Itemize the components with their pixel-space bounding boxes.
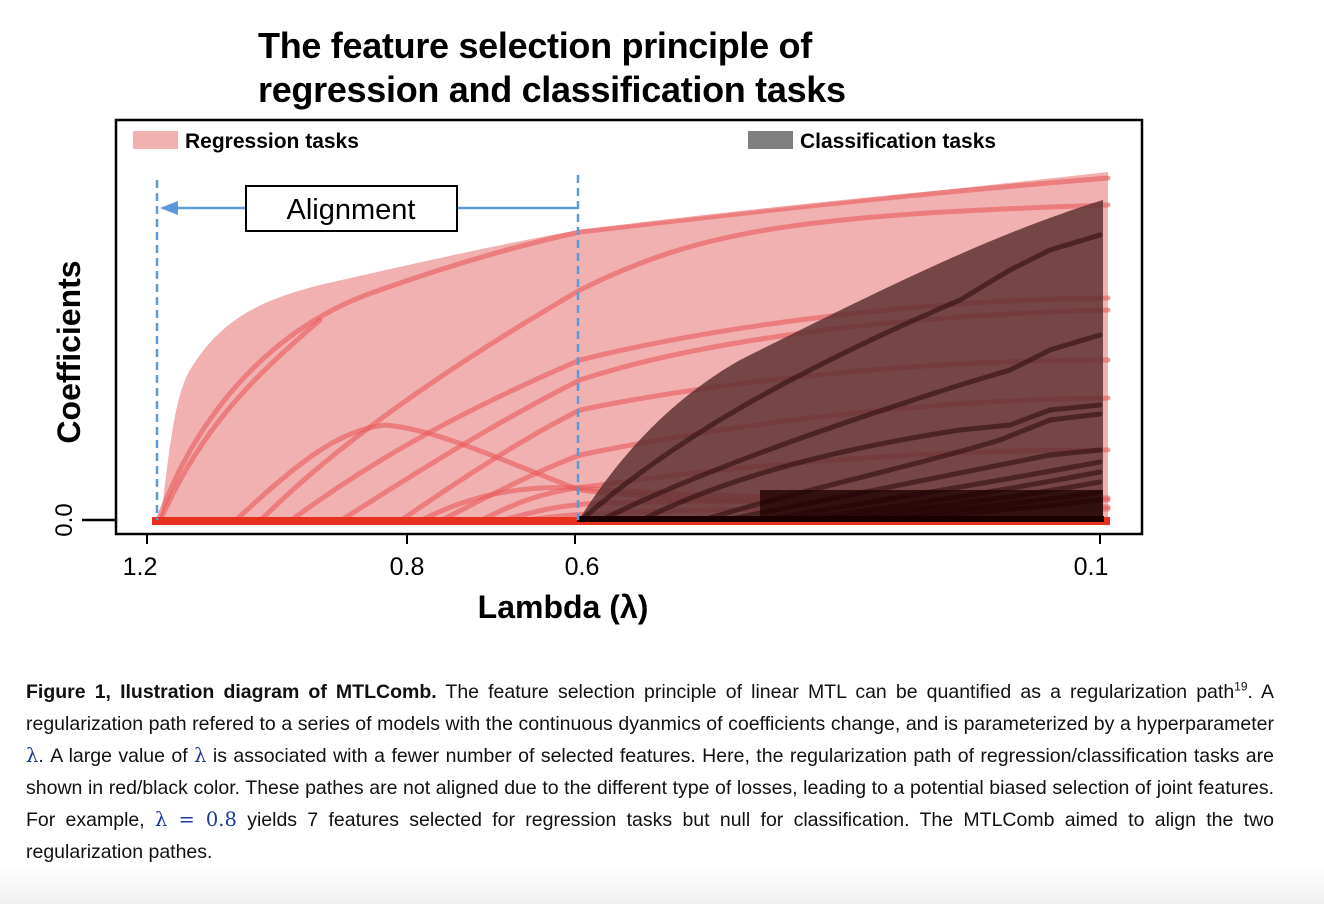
figure-title-line2: regression and classification tasks [258, 69, 846, 110]
regularization-path-chart: Regression tasks Classification tasks [51, 118, 1144, 625]
caption-text: is associated with a fewer number of sel… [26, 745, 1274, 832]
legend-swatch-classification [748, 131, 793, 149]
alignment-arrow: Alignment [160, 185, 578, 232]
alignment-label: Alignment [287, 194, 416, 226]
classification-dense-band [760, 490, 1103, 521]
legend-swatch-regression [133, 131, 178, 149]
classification-zero-baseline [577, 516, 1104, 522]
alignment-label-box [245, 185, 458, 232]
caption-label: Figure 1, Ilustration diagram of MTLComb… [26, 681, 437, 703]
classification-envelope [578, 200, 1103, 521]
caption-text: yields 7 features selected for regressio… [26, 809, 1275, 863]
arrow-head-icon [160, 201, 178, 215]
caption-text: . A large value of [38, 745, 195, 768]
figure-title-line1: The feature selection principle of [258, 25, 812, 66]
legend: Regression tasks Classification tasks [133, 130, 996, 153]
x-tick-label: 1.2 [123, 553, 158, 581]
figure-title: The feature selection principle of regre… [258, 24, 938, 112]
caption-text: The feature selection principle of linea… [436, 681, 1235, 703]
legend-label-classification: Classification tasks [800, 130, 996, 153]
lambda-symbol: λ [26, 744, 39, 768]
x-axis-label: Lambda (λ) [478, 589, 649, 625]
caption-reference: 19 [1234, 679, 1248, 694]
lambda-symbol: λ [194, 744, 207, 768]
x-tick-labels: 1.2 0.8 0.6 0.1 [123, 553, 1109, 581]
x-tick-label: 0.6 [565, 553, 600, 581]
caption-text: . A regularization path refered to a ser… [26, 681, 1274, 735]
x-tick-label: 0.1 [1074, 553, 1109, 581]
x-tick-label: 0.8 [390, 553, 425, 581]
lambda-equation: λ = 0.8 [155, 808, 237, 832]
legend-label-regression: Regression tasks [185, 130, 359, 153]
figure-caption: Figure 1, Ilustration diagram of MTLComb… [26, 677, 1274, 869]
y-axis-label: Coefficients [51, 260, 87, 443]
x-ticks [146, 534, 1101, 544]
y-tick-label: 0.0 [51, 503, 78, 536]
